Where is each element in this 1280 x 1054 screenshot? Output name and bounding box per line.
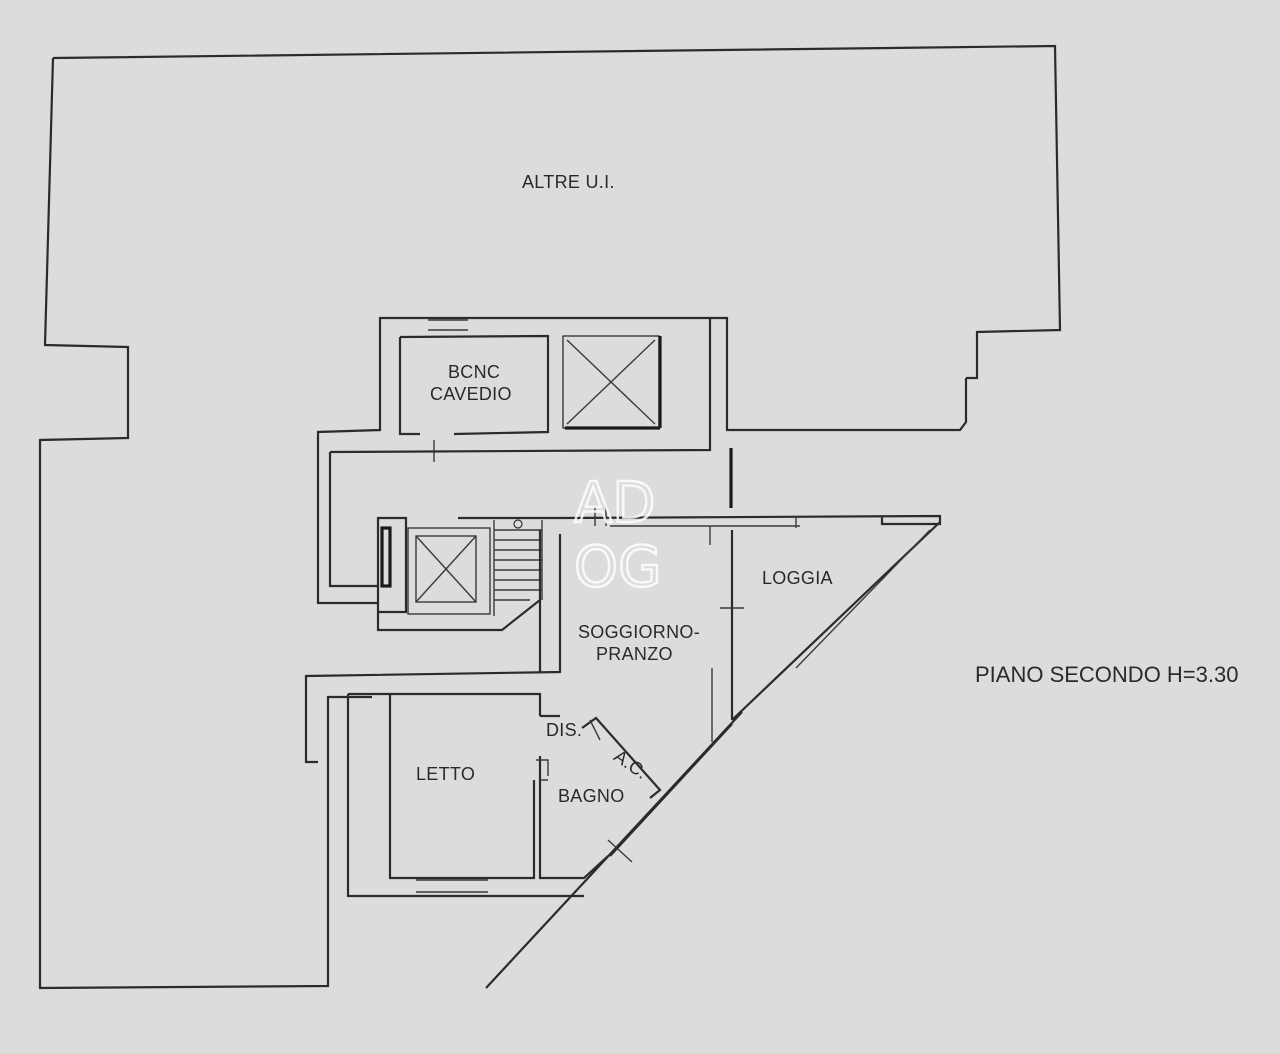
bagno-window xyxy=(607,839,633,863)
loggia-railing xyxy=(795,529,931,669)
label-bcnc: BCNC xyxy=(448,362,500,382)
label-loggia: LOGGIA xyxy=(762,568,833,588)
label-piano-secondo: PIANO SECONDO H=3.30 xyxy=(975,662,1238,687)
label-altre-ui: ALTRE U.I. xyxy=(522,172,615,192)
label-pranzo: PRANZO xyxy=(596,644,673,664)
corridor-walls xyxy=(328,318,712,588)
label-letto: LETTO xyxy=(416,764,475,784)
label-cavedio: CAVEDIO xyxy=(430,384,512,404)
left-block-outline xyxy=(38,57,372,990)
watermark-line-2: OG xyxy=(574,535,661,600)
label-dis: DIS. xyxy=(546,720,582,740)
stair-core-walls xyxy=(376,516,541,632)
letto-room-walls xyxy=(346,692,584,898)
watermark-logo: AD OG xyxy=(573,470,663,601)
lift-shaft xyxy=(407,527,491,615)
bagno-walls xyxy=(538,714,609,880)
apartment-north-wall xyxy=(559,514,942,526)
soggiorno-west-wall xyxy=(304,534,562,764)
upper-right-wall xyxy=(316,316,968,605)
bcnc-room-walls xyxy=(398,334,550,436)
label-soggiorno: SOGGIORNO- xyxy=(578,622,700,642)
label-bagno: BAGNO xyxy=(558,786,625,806)
ac-closet xyxy=(581,716,662,799)
staircase xyxy=(493,519,543,616)
watermark-line-1: AD xyxy=(574,471,655,536)
altre-ui-outline xyxy=(52,44,1062,380)
